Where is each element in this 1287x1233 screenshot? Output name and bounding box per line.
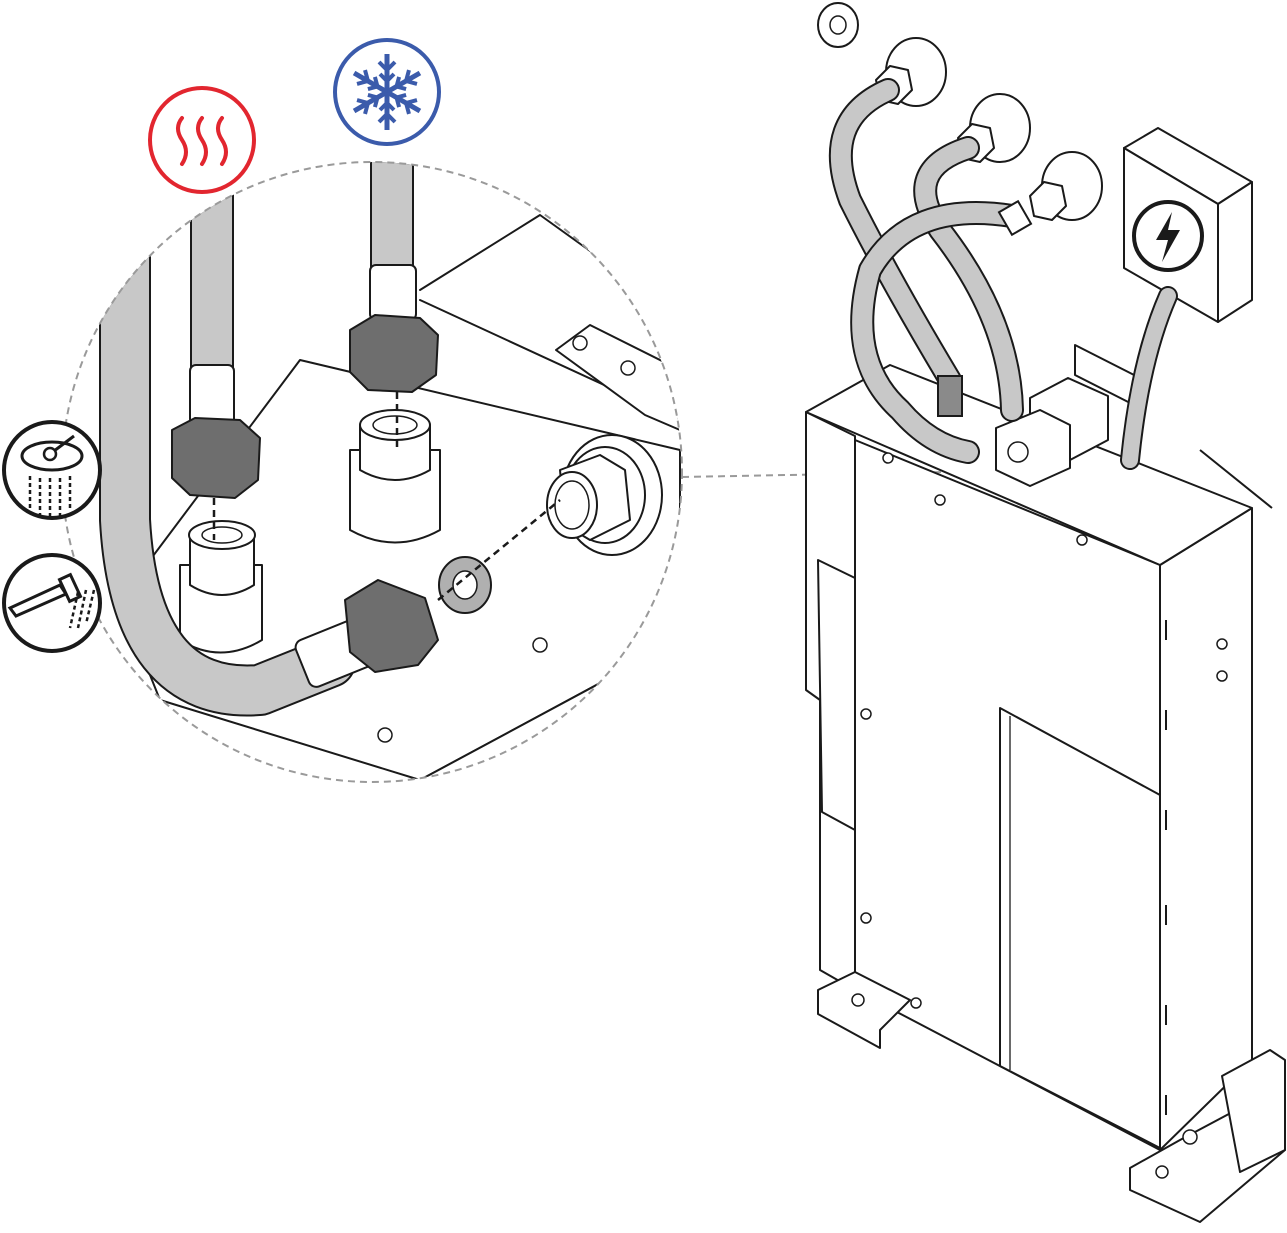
cold-supply-hose [349,162,439,393]
outlet-hose [99,162,439,717]
connection-detail-magnifier [61,161,683,783]
unit-left-column-face [817,559,856,831]
front-screws [860,452,1228,1009]
sealing-washer [438,556,492,614]
threaded-outlet-nipple [546,434,663,556]
bracket-screw [572,335,588,351]
snowflake-icon [333,38,441,146]
side-probe [1199,449,1273,509]
wall-flange [1029,151,1103,221]
panel-edge-upper [419,214,682,331]
unit-cold-hose [913,136,1024,422]
water-heater-unit [805,2,1286,1223]
panel-screw [377,727,393,743]
hot-supply-hose [171,162,261,499]
valve-block [995,344,1141,487]
outlet-alignment-dash [437,499,561,601]
wall-washer [817,2,859,48]
cold-inlet-fitting [349,409,441,544]
unit-hot-hose [828,78,963,417]
hand-shower-icon [2,553,102,653]
hot-union-nut [171,417,261,499]
heat-waves-icon [148,86,256,194]
mounting-foot-right [1129,1049,1286,1223]
unit-power-cable [1120,286,1178,470]
bracket-screw [620,360,636,376]
unit-right-side [1159,507,1253,1151]
hot-inlet-fitting [179,520,263,654]
panel-screw [532,637,548,653]
shower-head-icon [2,420,102,520]
cold-union-nut [349,314,439,393]
outlet-union-nut [344,579,439,673]
unit-lower-cover [999,707,1161,1149]
mounting-foot-left [817,971,911,1049]
lightning-bolt-icon [1132,200,1204,272]
unit-outlet-hose [850,199,1033,464]
